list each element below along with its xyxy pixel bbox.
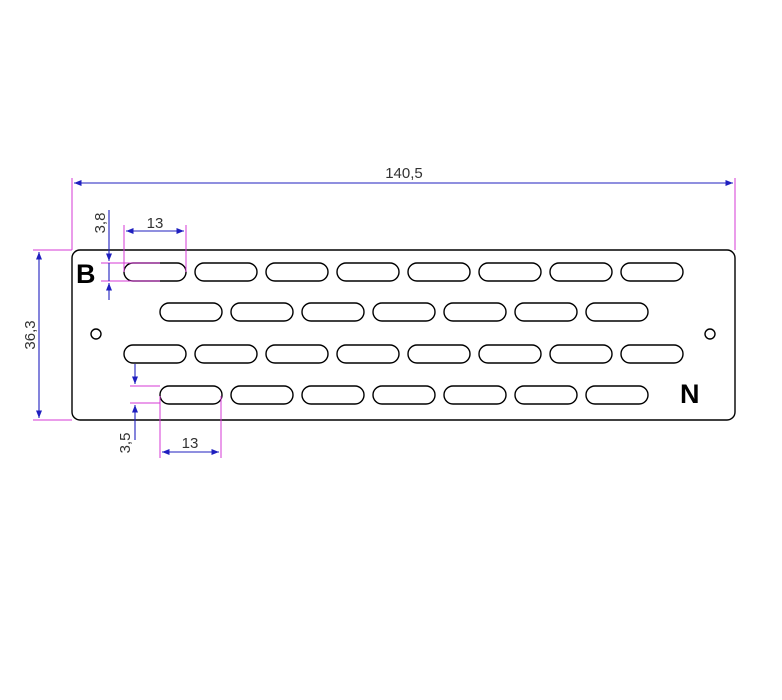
dimension-text-offset: 3,5 [117,433,134,454]
slot-row-1-8 [620,262,684,282]
slot-row-4-1 [159,385,223,405]
slot-row-4-2 [230,385,294,405]
slot-row-3-7 [549,344,613,364]
slot-row-3-3 [265,344,329,364]
slot-row-1-2 [194,262,258,282]
slot-row-3-5 [407,344,471,364]
slot-row-4-4 [372,385,436,405]
slot-row-2-6 [514,302,578,322]
slot-row-3-1 [123,344,187,364]
slot-row-2-5 [443,302,507,322]
slot-row-4-5 [443,385,507,405]
slot-row-3-2 [194,344,258,364]
slot-row-2-2 [230,302,294,322]
slot-row-4-6 [514,385,578,405]
slot-row-3-8 [620,344,684,364]
slot-row-2-1 [159,302,223,322]
slot-row-3-6 [478,344,542,364]
dimension-text-slot-length-bottom: 13 [182,435,199,452]
slot-pattern [123,262,684,405]
slot-row-2-3 [301,302,365,322]
dimension-text-slot-length-top: 13 [147,215,164,232]
slot-row-1-6 [478,262,542,282]
slot-row-2-7 [585,302,649,322]
slot-row-4-7 [585,385,649,405]
slot-row-4-3 [301,385,365,405]
slot-row-1-7 [549,262,613,282]
slot-row-1-1 [123,262,187,282]
corner-label-n: N [680,379,700,409]
dimension-text-slot-height: 3,8 [92,213,109,234]
slot-row-1-4 [336,262,400,282]
plate-outline [71,249,736,421]
slot-row-1-3 [265,262,329,282]
mounting-hole-right [704,328,716,340]
slot-row-1-5 [407,262,471,282]
corner-label-b: B [76,259,96,289]
dimension-text-height: 36,3 [22,320,39,349]
mounting-hole-left [90,328,102,340]
slot-row-2-4 [372,302,436,322]
dimension-text-width: 140,5 [385,165,423,182]
slot-row-3-4 [336,344,400,364]
